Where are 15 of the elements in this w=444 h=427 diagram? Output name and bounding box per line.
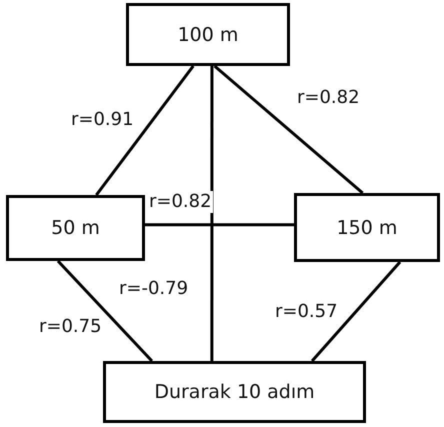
text-box (6, 195, 145, 261)
connector-line (310, 261, 402, 362)
connector-line (210, 66, 214, 361)
connector-line (214, 64, 364, 194)
connector-line (56, 260, 154, 362)
edge-label: r=0.82 (148, 191, 213, 213)
node-label: Durarak 10 adım (154, 381, 315, 403)
connector-line (145, 223, 294, 226)
text-box (294, 193, 440, 262)
connector-line (95, 65, 194, 196)
node-label: 50 m (51, 217, 100, 239)
node-label: 150 m (336, 216, 398, 238)
text-box (103, 361, 366, 423)
node-label: 100 m (178, 24, 238, 46)
text-box (126, 3, 290, 66)
